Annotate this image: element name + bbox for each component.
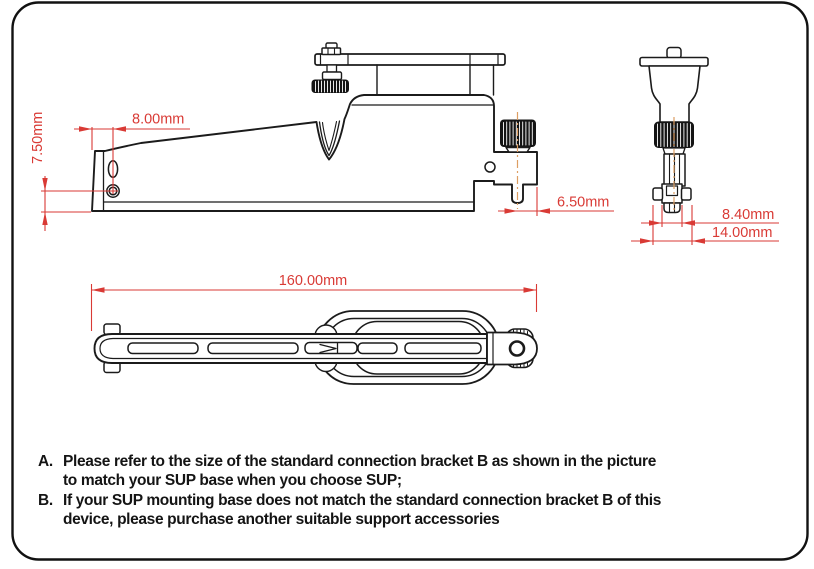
dim-arrow bbox=[113, 126, 126, 132]
front-top-plate bbox=[639, 56, 709, 67]
rail-tab-top bbox=[103, 323, 121, 336]
dim-arrow bbox=[79, 126, 92, 132]
dim-label-shaft-width: 8.40mm bbox=[722, 207, 774, 223]
note-b-line-2: device, please purchase another suitable… bbox=[63, 511, 500, 529]
latch-arrow bbox=[319, 342, 339, 354]
dim-160-extensions bbox=[90, 284, 538, 331]
side-view-outline bbox=[91, 94, 538, 212]
dim-arrow bbox=[523, 287, 537, 293]
note-a: A. Please refer to the size of the stand… bbox=[38, 452, 778, 491]
clamp-screw-head bbox=[321, 47, 342, 56]
notes: A. Please refer to the size of the stand… bbox=[38, 452, 778, 530]
rail-slot-2 bbox=[207, 342, 299, 355]
dim-label-pin-edge-offset: 6.50mm bbox=[557, 195, 609, 211]
plate-support-columns bbox=[376, 64, 495, 96]
front-bottom-stub bbox=[663, 202, 681, 214]
latch-slot bbox=[304, 341, 358, 355]
note-b: B. If your SUP mounting base does not ma… bbox=[38, 491, 778, 530]
dim-arrow bbox=[537, 208, 550, 214]
rail-slot-1 bbox=[127, 342, 199, 355]
front-cross-block bbox=[661, 183, 683, 204]
dimensions bbox=[41, 126, 779, 331]
note-a-line-1: Please refer to the size of the standard… bbox=[63, 453, 656, 470]
dim-arrow bbox=[42, 212, 48, 225]
main-rail bbox=[93, 333, 488, 364]
front-right-ear bbox=[680, 187, 692, 201]
note-b-label: B. bbox=[38, 491, 53, 509]
dim-8.00-extensions bbox=[91, 127, 114, 194]
block-hole bbox=[484, 161, 496, 173]
note-b-body: If your SUP mounting base does not match… bbox=[63, 491, 661, 530]
rail-slot-3 bbox=[357, 342, 398, 355]
latch-fin-lines bbox=[318, 120, 341, 157]
clamp-washer bbox=[321, 71, 343, 81]
dim-label-overall-length: 160.00mm bbox=[279, 273, 348, 289]
dim-arrow bbox=[42, 178, 48, 191]
dim-label-flange-width: 14.00mm bbox=[712, 225, 772, 241]
dim-label-hole-offset-x: 8.00mm bbox=[132, 112, 184, 128]
note-a-label: A. bbox=[38, 453, 53, 470]
dim-arrow bbox=[682, 220, 695, 226]
center-lines bbox=[516, 112, 675, 212]
dim-arrow bbox=[91, 287, 105, 293]
clevis-end bbox=[486, 331, 538, 366]
page-border bbox=[11, 1, 809, 561]
dim-14.00-extensions bbox=[652, 205, 693, 245]
note-a-body: Please refer to the size of the standard… bbox=[63, 452, 656, 491]
bracket-front-view bbox=[639, 46, 709, 214]
dim-arrow bbox=[692, 238, 705, 244]
note-b-line-1: If your SUP mounting base does not match… bbox=[63, 491, 661, 509]
dim-7.50-extensions bbox=[41, 190, 118, 213]
dim-label-hole-offset-y: 7.50mm bbox=[30, 112, 46, 164]
top-plate bbox=[314, 53, 506, 66]
bracket-top-view bbox=[93, 310, 538, 385]
dim-arrow bbox=[504, 208, 518, 214]
rail-slot-4 bbox=[404, 342, 482, 355]
dim-arrow bbox=[640, 238, 653, 244]
front-body bbox=[648, 65, 701, 123]
bracket-side-view bbox=[91, 42, 538, 212]
clevis-hole bbox=[508, 340, 526, 357]
front-left-ear bbox=[652, 187, 664, 201]
note-a-line-2: to match your SUP base when you choose S… bbox=[63, 472, 402, 490]
dim-arrow bbox=[649, 220, 662, 226]
